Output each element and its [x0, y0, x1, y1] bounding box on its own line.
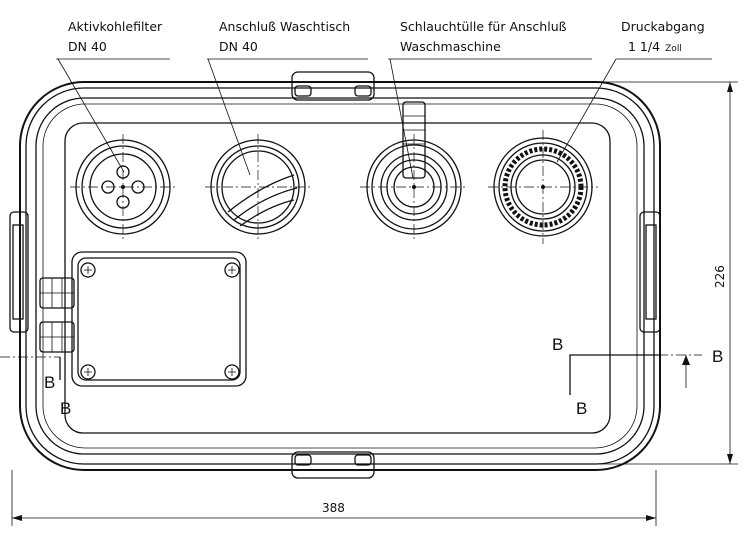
width-dimension-value: 388	[322, 501, 345, 515]
right-side-handle	[639, 211, 661, 333]
carbon-filter-leader	[57, 58, 125, 173]
bottom-handle	[291, 451, 375, 479]
left-side-handle	[9, 211, 29, 333]
carbon-filter-label: Aktivkohlefilter	[68, 19, 163, 34]
section-line	[0, 354, 702, 395]
top-handle	[291, 71, 375, 101]
hose-nozzle-label-1: Schlauchtülle für Anschluß	[400, 19, 567, 34]
sink-connection-leader	[207, 58, 251, 176]
sink-connection-dn-label: DN 40	[219, 39, 258, 54]
section-mark-left-mid: B	[44, 373, 55, 392]
carbon-filter-port	[70, 134, 176, 240]
section-mark-inner-lower: B	[576, 399, 587, 418]
pressure-outlet-size-label: 1 1/4 Zoll	[628, 36, 682, 55]
height-dimension	[580, 81, 738, 465]
hose-nozzle-label-2: Waschmaschine	[400, 39, 501, 54]
section-mark-inner-upper: B	[552, 335, 563, 354]
sink-connection-port	[205, 134, 312, 240]
section-mark-right: B	[712, 347, 723, 366]
pressure-outlet-label: Druckabgang	[621, 19, 705, 34]
control-box	[71, 251, 247, 387]
hose-nozzle-leader	[389, 58, 414, 179]
cable-gland-lower	[39, 321, 75, 353]
pressure-outlet-leader	[556, 58, 617, 163]
width-dimension	[11, 470, 657, 526]
hose-nozzle-port	[360, 101, 468, 240]
sink-connection-label: Anschluß Waschtisch	[219, 19, 350, 34]
cable-gland-upper	[39, 277, 75, 309]
pressure-outlet-port	[488, 130, 598, 244]
height-dimension-value: 226	[713, 265, 727, 288]
section-mark-left-lower: B	[60, 399, 71, 418]
carbon-filter-dn-label: DN 40	[68, 39, 107, 54]
